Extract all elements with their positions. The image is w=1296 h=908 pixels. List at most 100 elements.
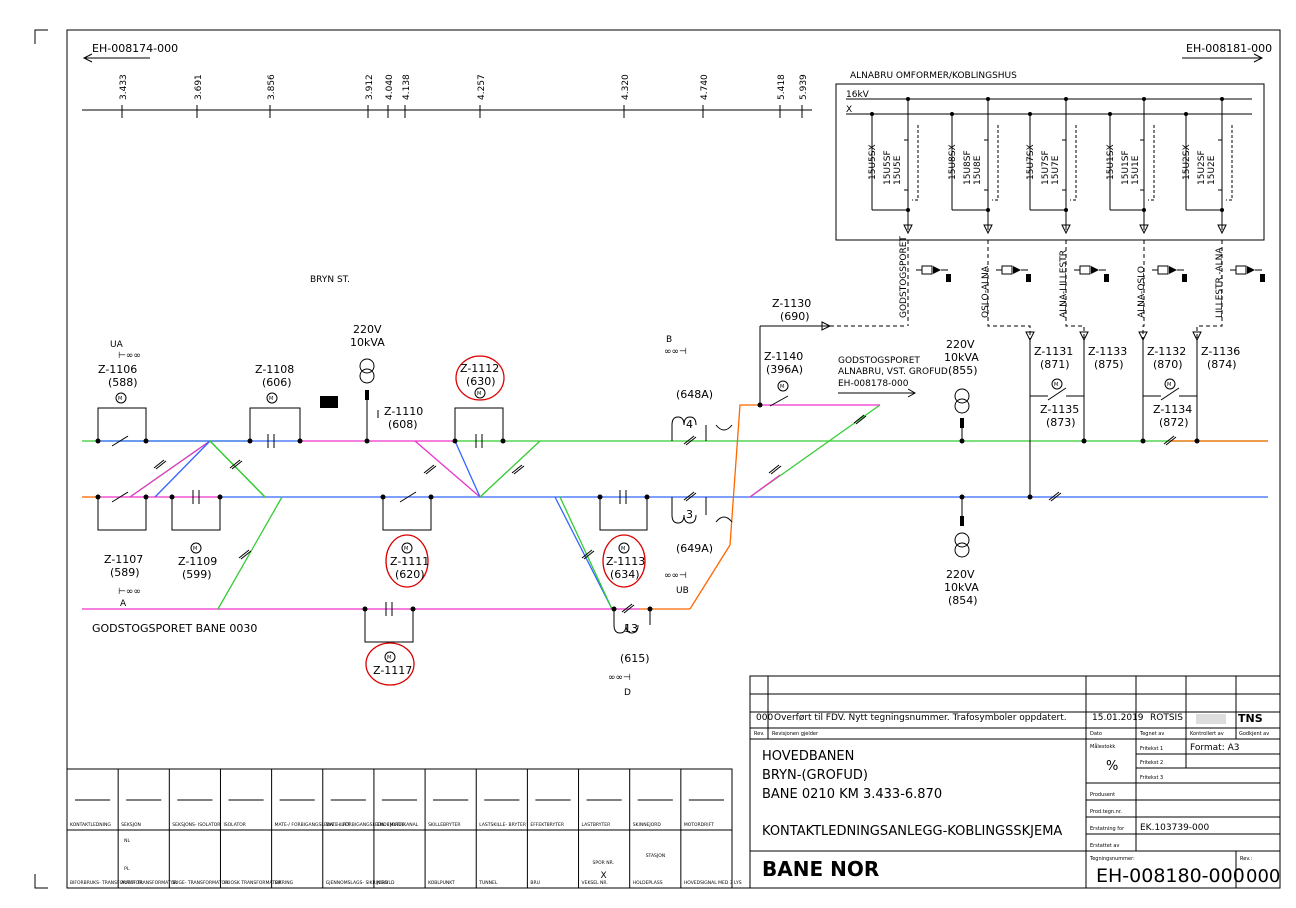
godstog-ref[interactable]: GODSTOGSPORET ALNABRU, VST. GROFUD EH-00… xyxy=(838,356,948,398)
svg-text:M: M xyxy=(387,655,391,661)
station-label: BRYN ST. xyxy=(310,275,350,285)
switch-z1135[interactable]: M Z-1135 (873) xyxy=(1030,378,1084,429)
legend-item: MATE-/ FORBIGANGSLEDN. I LUFT xyxy=(275,822,351,828)
svg-text:15U2SX: 15U2SX xyxy=(1182,144,1192,180)
legend-item: KOBLPUNKT xyxy=(428,880,455,886)
svg-text:M: M xyxy=(193,546,197,552)
svg-text:Godkjent av: Godkjent av xyxy=(1239,731,1269,737)
svg-text:X: X xyxy=(601,871,607,881)
svg-text:∞∞⊣: ∞∞⊣ xyxy=(664,347,687,357)
svg-text:(649A): (649A) xyxy=(676,542,713,555)
legend-item: MOTORDRIFT xyxy=(684,822,714,828)
svg-text:KONTAKTLEDNINGSANLEGG-KOBLINGS: KONTAKTLEDNINGSANLEGG-KOBLINGSSKJEMA xyxy=(762,824,1062,839)
transformer-t3[interactable]: 220V 10kVA (854) xyxy=(944,497,979,607)
ref-arrow-left[interactable]: EH-008174-000 xyxy=(82,42,178,63)
svg-text:15U5E: 15U5E xyxy=(893,155,903,185)
autotrafo-615[interactable]: 13 (615) ∞∞⊣ D xyxy=(608,609,651,698)
switch-z1112[interactable]: Z-1112 (630) M xyxy=(454,355,505,448)
svg-text:TNS: TNS xyxy=(1238,712,1263,725)
transformer-t1[interactable]: 220V 10kVA xyxy=(350,323,385,441)
svg-text:13: 13 xyxy=(624,622,638,635)
svg-text:M: M xyxy=(1167,382,1171,388)
svg-text:UA: UA xyxy=(110,340,124,350)
svg-text:Z-1135: Z-1135 xyxy=(1040,403,1079,416)
switch-z1133[interactable]: Z-1133 (875) xyxy=(1083,340,1127,441)
svg-text:Z-1132: Z-1132 xyxy=(1147,345,1186,358)
km-mark: 4.740 xyxy=(700,74,710,100)
svg-text:Tegnet av: Tegnet av xyxy=(1139,731,1164,737)
switch-z1140[interactable]: Z-1140 (396A) M xyxy=(764,350,803,407)
svg-text:220V: 220V xyxy=(946,568,975,581)
svg-text:15U5SF: 15U5SF xyxy=(883,150,893,185)
switch-z1113[interactable]: M Z-1113 (634) xyxy=(599,490,648,588)
ref-arrow-right[interactable]: EH-008181-000 xyxy=(1182,42,1272,63)
sheet-frame xyxy=(34,29,1281,889)
autotrafo-649a[interactable]: 3 (649A) ∞∞⊣ UB xyxy=(664,497,713,596)
svg-text:M: M xyxy=(621,546,625,552)
koblingshus: ALNABRU OMFORMER/KOBLINGSHUS 16kV X 15U5… xyxy=(835,71,1265,241)
svg-text:EH-008180-000: EH-008180-000 xyxy=(1096,865,1245,887)
switch-z1131[interactable]: Z-1131 (871) xyxy=(1029,340,1073,497)
transformer-t2[interactable]: 220V 10kVA (855) xyxy=(944,338,979,441)
svg-text:15U7E: 15U7E xyxy=(1051,155,1061,185)
svg-text:Fritekst 2: Fritekst 2 xyxy=(1140,760,1163,766)
km-mark: 3.433 xyxy=(119,74,129,100)
legend-item: HOLDEPLASS xyxy=(633,880,663,886)
svg-text:(875): (875) xyxy=(1094,358,1124,371)
svg-text:220V: 220V xyxy=(946,338,975,351)
svg-text:10kVA: 10kVA xyxy=(944,581,979,594)
svg-text:15U8E: 15U8E xyxy=(973,155,983,185)
svg-text:(599): (599) xyxy=(182,568,212,581)
svg-text:15.01.2019: 15.01.2019 xyxy=(1092,713,1144,723)
switch-z1130[interactable]: Z-1130 (690) xyxy=(759,297,906,405)
switch-z1117[interactable]: M Z-1117 xyxy=(364,602,415,686)
svg-text:LILLESTR.-ALNA: LILLESTR.-ALNA xyxy=(1215,247,1225,318)
switch-z1108[interactable]: Z-1108 (606) M xyxy=(249,363,301,448)
switch-z1134[interactable]: M Z-1134 (872) xyxy=(1143,378,1197,429)
switch-z1136[interactable]: Z-1136 (874) xyxy=(1196,340,1240,441)
legend-item: TUNNEL xyxy=(478,880,498,886)
svg-text:000: 000 xyxy=(756,713,773,723)
switch-z1109[interactable]: M Z-1109 (599) xyxy=(171,490,221,581)
legend-item: ISOLATOR xyxy=(223,822,245,828)
switch-z1132[interactable]: Z-1132 (870) xyxy=(1142,340,1186,441)
legend-item: HOVEDSIGNAL MED 3 LYS xyxy=(684,880,742,886)
svg-text:⊢∞∞: ⊢∞∞ xyxy=(118,587,141,597)
svg-text:ALNA-LILLESTR: ALNA-LILLESTR xyxy=(1059,250,1069,318)
svg-text:Produsent: Produsent xyxy=(1090,792,1115,798)
svg-text:(615): (615) xyxy=(620,652,650,665)
svg-text:EH-008178-000: EH-008178-000 xyxy=(838,379,909,389)
svg-text:M: M xyxy=(780,384,784,390)
svg-text:(588): (588) xyxy=(108,376,138,389)
svg-text:15U8SF: 15U8SF xyxy=(963,150,973,185)
switch-z1110[interactable]: Z-1110 (608) xyxy=(377,405,423,431)
svg-text:∞∞⊣: ∞∞⊣ xyxy=(664,571,687,581)
km-mark: 3.856 xyxy=(267,74,277,100)
svg-text:000: 000 xyxy=(1246,866,1280,887)
svg-text:EK.103739-000: EK.103739-000 xyxy=(1140,823,1210,833)
legend-item: EFFEKTBRYTER xyxy=(530,822,564,828)
svg-text:10kVA: 10kVA xyxy=(944,351,979,364)
km-mark: 3.691 xyxy=(194,74,204,100)
svg-text:Fritekst 1: Fritekst 1 xyxy=(1140,746,1163,752)
switch-z1111[interactable]: M Z-1111 (620) xyxy=(382,491,432,588)
svg-text:UB: UB xyxy=(676,586,689,596)
svg-text:15U2SF: 15U2SF xyxy=(1197,150,1207,185)
switch-z1106[interactable]: UA ⊢∞∞ Z-1106 (588) M xyxy=(97,340,147,447)
legend-item: SEKSJONS- ISOLATOR xyxy=(172,822,220,828)
svg-text:(648A): (648A) xyxy=(676,388,713,401)
autotrafo-648a[interactable]: (648A) 4 B ∞∞⊣ xyxy=(664,335,713,441)
legend-item: GJENNOMSLAGS- SIKRING/VLD xyxy=(326,880,395,886)
svg-text:(873): (873) xyxy=(1046,416,1076,429)
legend-item: MATE-/ FORBIGANGSLEDN. I JORD/KANAL xyxy=(326,822,419,828)
svg-text:X: X xyxy=(846,105,852,115)
legend-item: BRU xyxy=(530,880,540,886)
km-mark: 4.257 xyxy=(477,74,487,100)
switch-z1107[interactable]: Z-1107 (589) ⊢∞∞ A xyxy=(97,491,147,609)
